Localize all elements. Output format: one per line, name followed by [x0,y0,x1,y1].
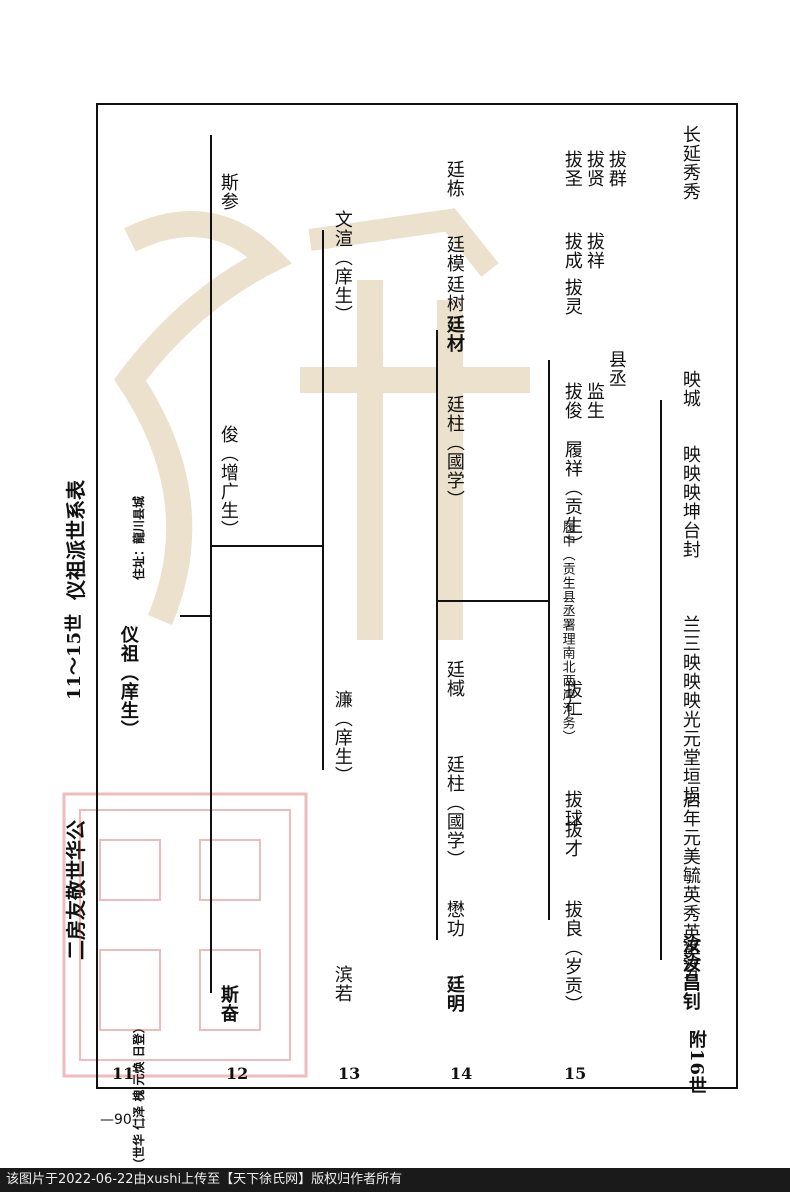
gen-14-label: 14 [450,1064,473,1083]
lian: 濂（庠生） [331,690,353,785]
line-11 [210,135,212,993]
line-12a [322,230,324,770]
copyright-footer: 该图片于2022-06-22由xushi上传至【天下徐氏网】版权归作者所有 [0,1168,790,1192]
yi-zu: 仪祖（庠生） [117,625,139,739]
ba-sheng: 拔圣 [561,150,583,188]
gen16-group4: 映映映坤台封 [679,445,701,559]
gen16-group2: 启年元美毓英秀英英芬 [679,790,701,980]
xian-cheng: 县丞 [605,350,627,388]
page-number: —90— [100,1112,146,1128]
gen-11-label: 11 [112,1064,135,1083]
gen16-group1: 汝汝昌钊 [679,935,701,1011]
gen-12-label: 12 [226,1064,249,1083]
lv-xiang: 履祥（贡生） [561,440,583,554]
line-14a [548,360,550,920]
bin-ruo: 滨若 [331,965,353,1003]
ba-ren: 拔仁 [561,680,583,718]
ting-ming: 廷明 [443,975,465,1013]
ba-cai: 拔才 [561,820,583,858]
ting-yu: 廷棫 [443,660,465,698]
jun: 俊（增广生） [217,425,239,539]
ting-zhu2: 廷柱（國学） [443,395,465,509]
wen-xuan: 文渲（庠生） [331,210,353,324]
ba-jun: 拔俊 [561,382,583,420]
gen16-group6: 长延秀秀 [679,125,701,201]
ba-xian: 拔贤 [583,150,605,188]
line-13a [436,330,438,940]
ting-cai: 廷材 [443,315,465,353]
ting-zhu1: 廷柱（國学） [443,755,465,869]
gen-13-label: 13 [338,1064,361,1083]
lv-zhong: 履中（贡生县丞署理南北两岸河务） [559,520,575,744]
ting-shu: 廷树 [443,275,465,313]
watermark-logo [114,208,530,640]
si-can: 斯参 [217,173,239,211]
ba-ling: 拔灵 [561,278,583,316]
line-12b [210,545,322,547]
line-15a [660,400,662,960]
line-14b [436,600,548,602]
ting-dong: 廷栋 [443,160,465,198]
ba-xiang: 拔祥 [583,232,605,270]
jian-sheng: 监生 [583,382,605,420]
gen16-group5: 映城 [679,370,701,408]
gen-15-label: 15 [564,1064,587,1083]
ba-qun: 拔群 [605,150,627,188]
ba-cheng: 拔成 [561,232,583,270]
si-fen: 斯奋 [217,985,239,1023]
seal-stamp [62,792,308,1078]
ting-mo: 廷模 [443,235,465,273]
ting-gong: 懋功 [443,900,465,938]
ba-liang: 拔良（岁贡） [561,900,583,1014]
line-11a [180,615,212,617]
gen-16-label: 附16世 [685,1030,707,1096]
table-frame [96,103,738,1089]
ba-qiu: 拔球 [561,790,583,828]
gen16-group3: 兰三映映映光元堂垣埙 [679,615,701,805]
